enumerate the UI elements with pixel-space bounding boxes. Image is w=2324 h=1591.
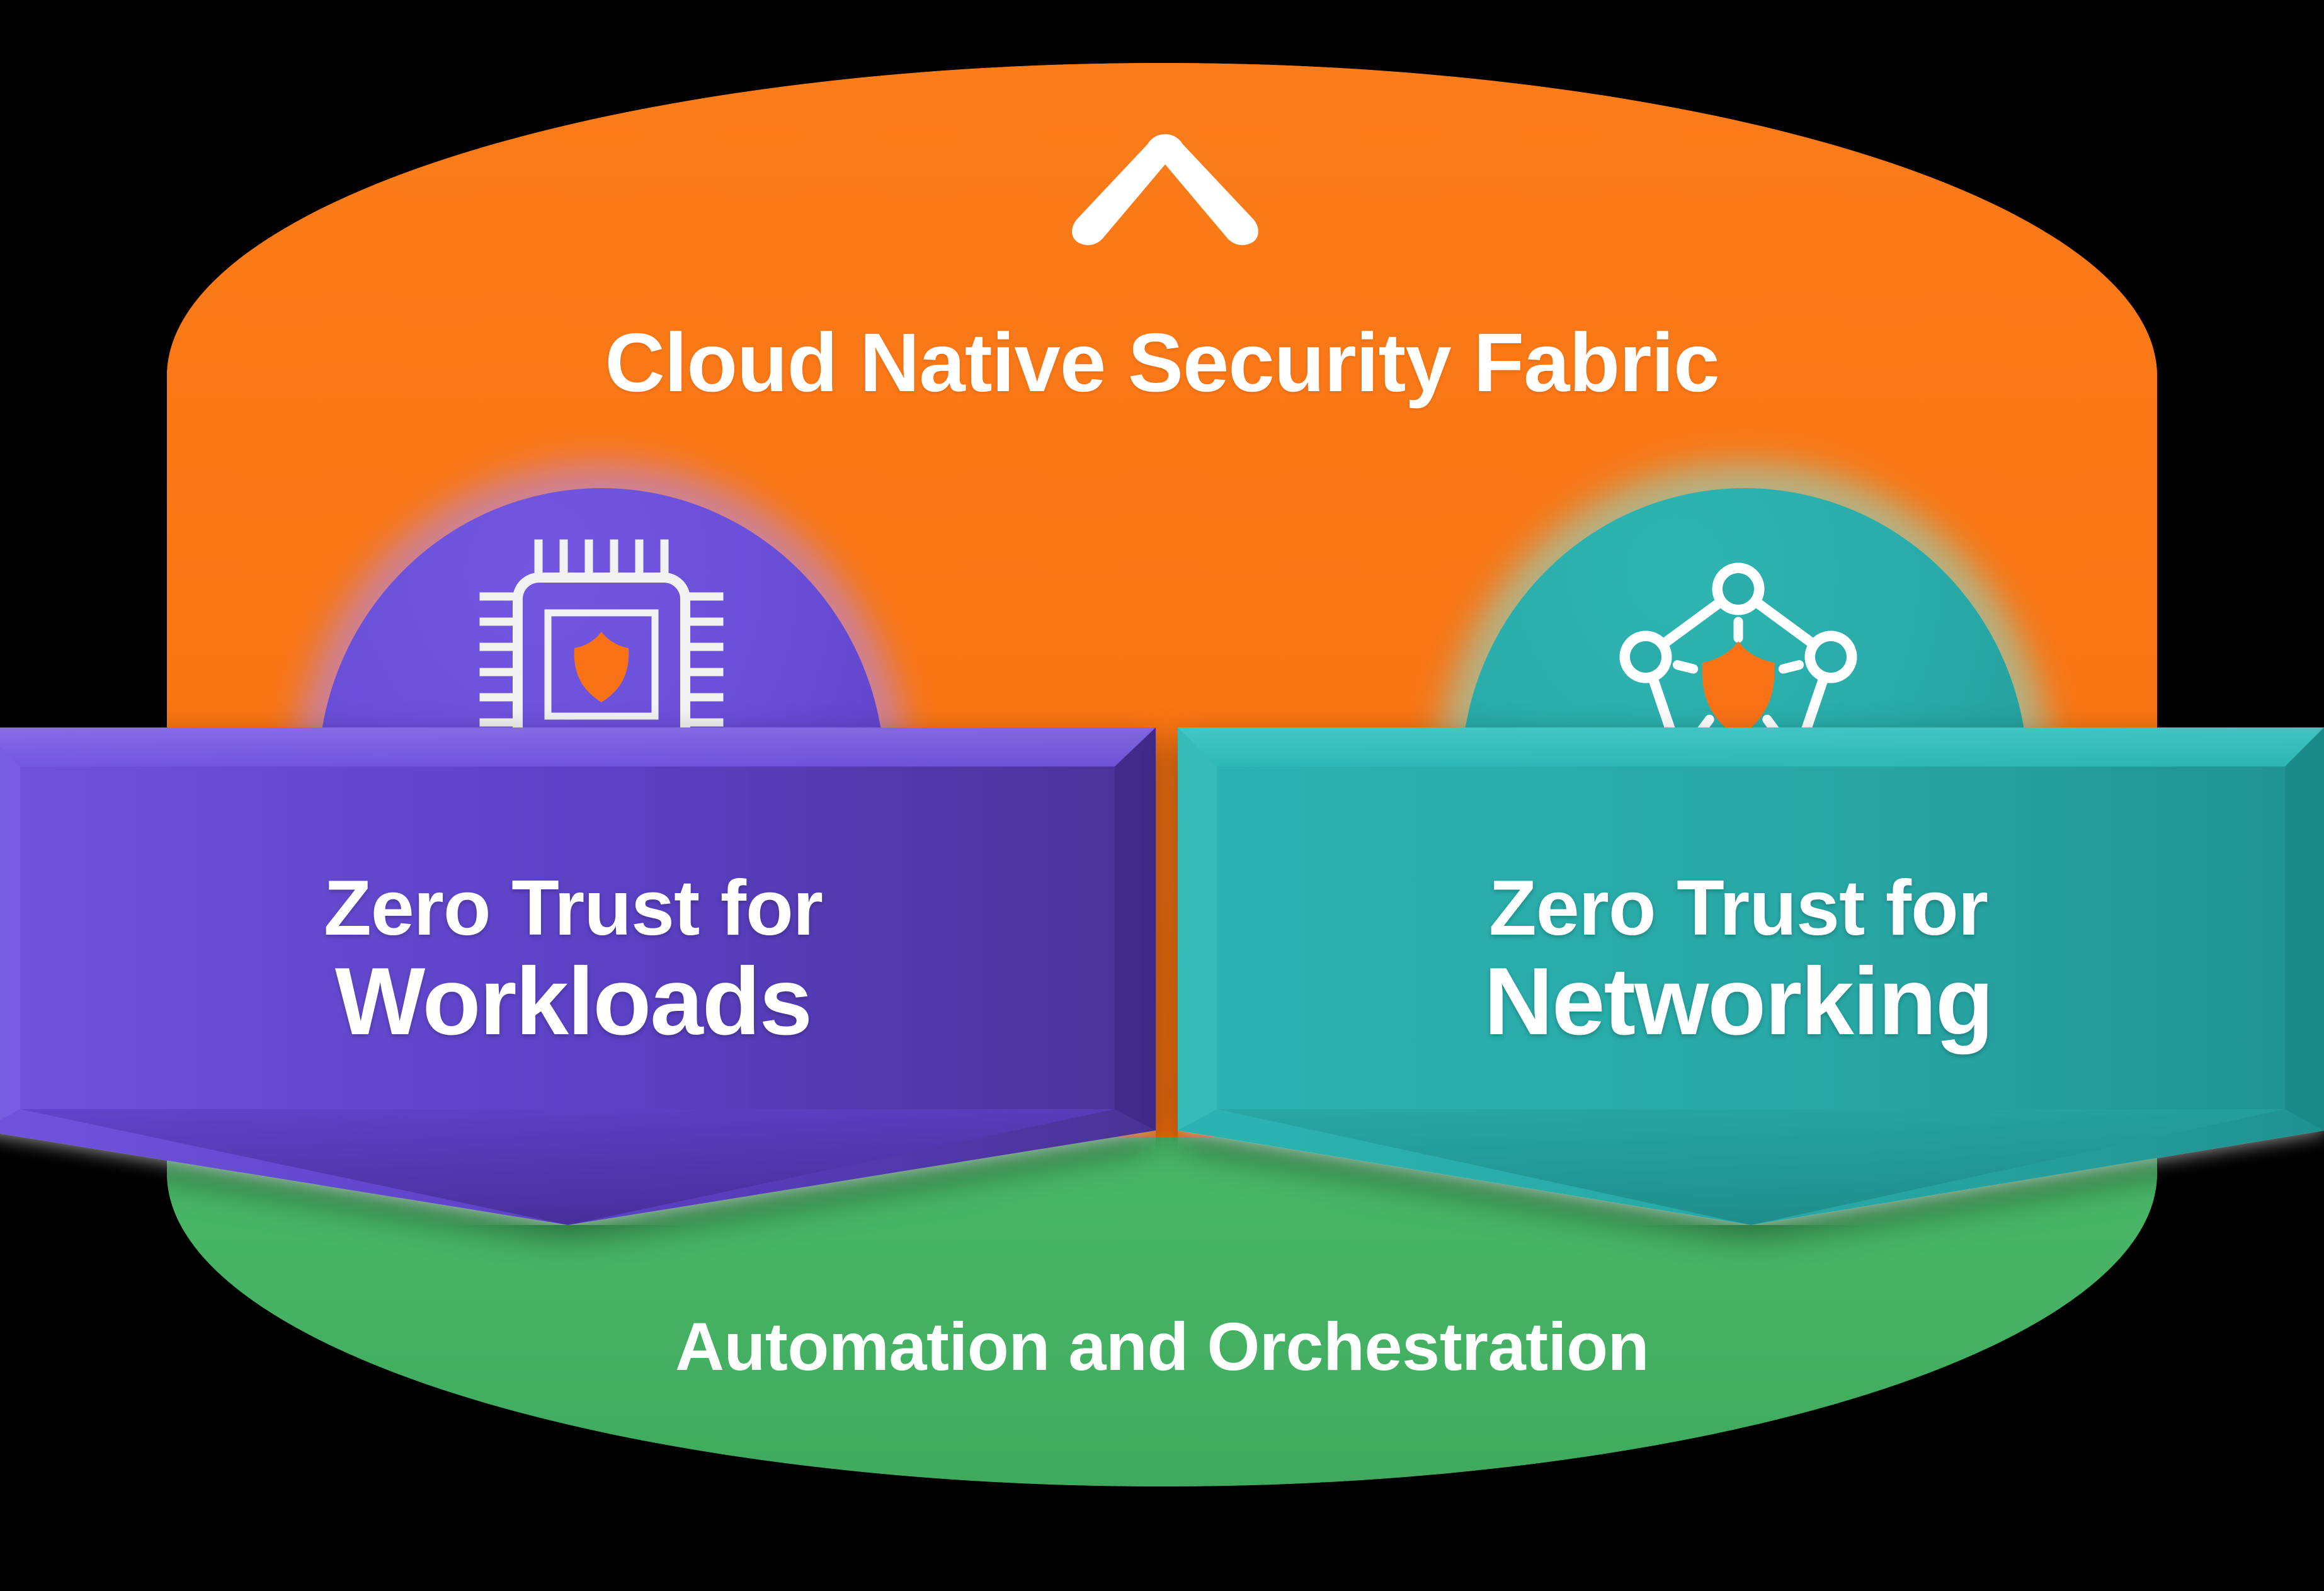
page-title: Cloud Native Security Fabric	[605, 316, 1719, 409]
networking-banner[interactable]	[1178, 727, 2324, 1225]
workloads-banner[interactable]	[0, 727, 1156, 1225]
chevron-up-logo-icon	[1071, 129, 1260, 246]
automation-orchestration-label: Automation and Orchestration	[675, 1308, 1649, 1384]
